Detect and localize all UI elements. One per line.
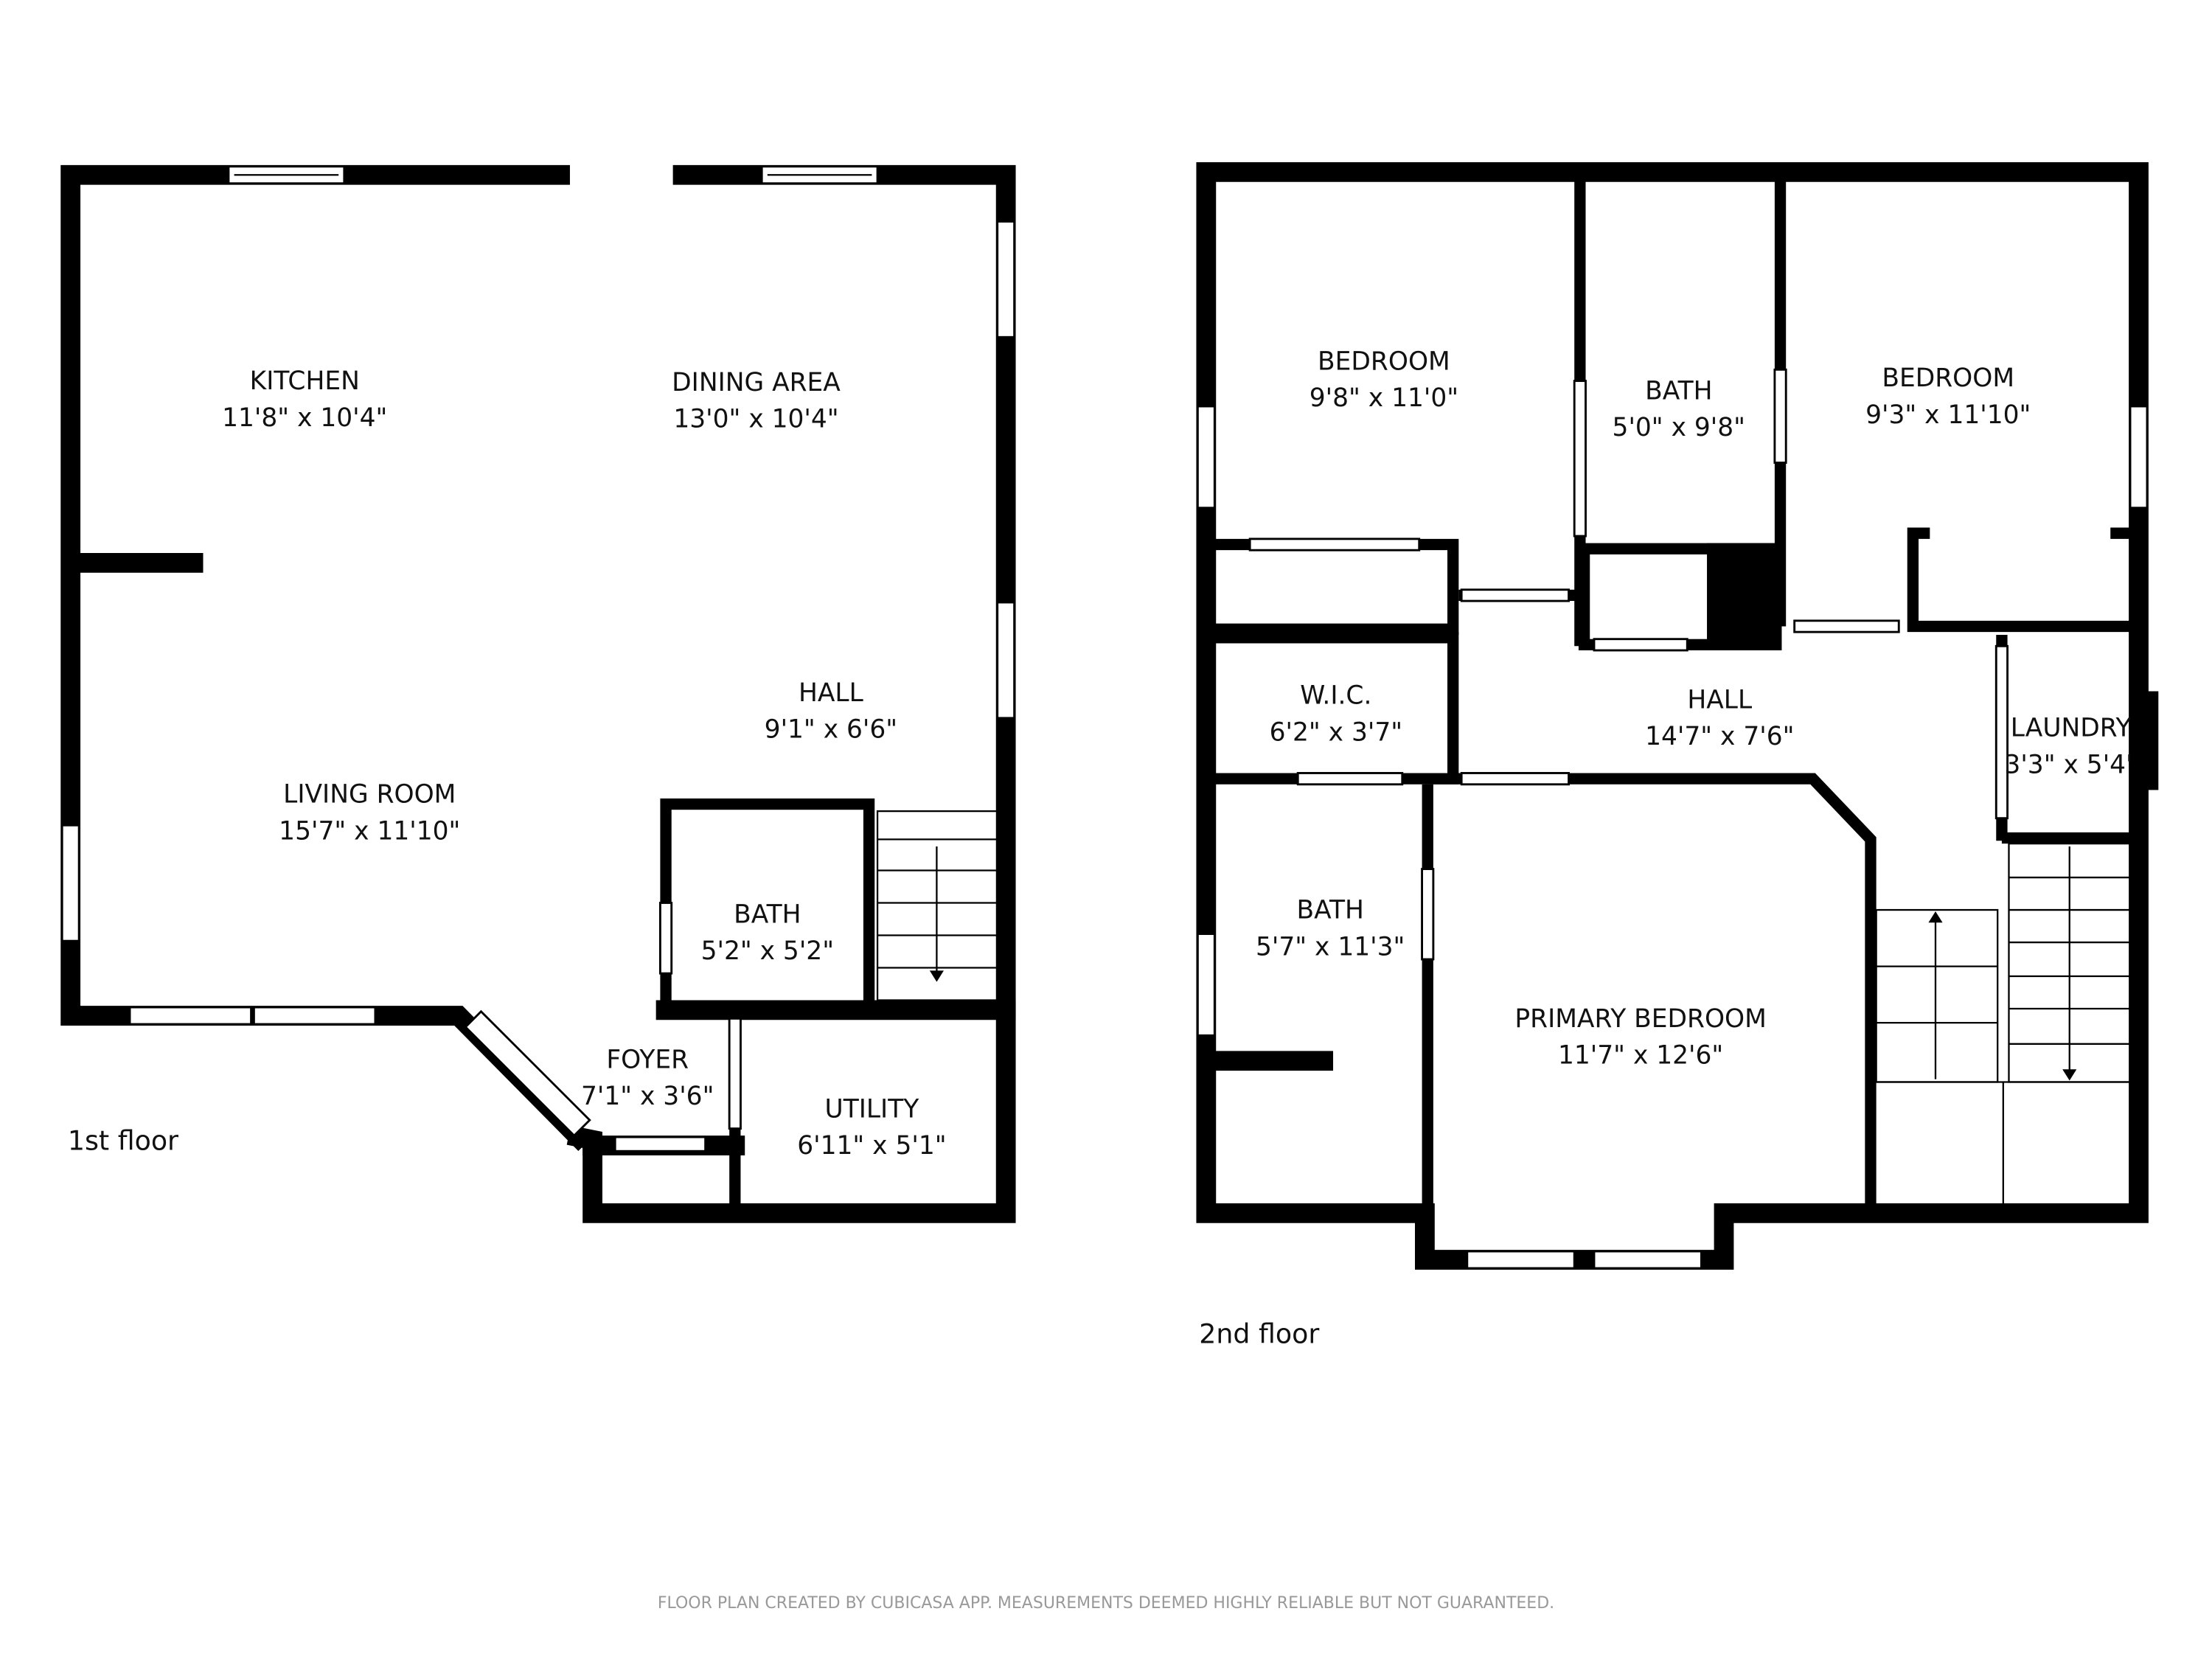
room-size: 7'1" x 3'6" (581, 1082, 714, 1111)
room-name: HALL (799, 678, 863, 708)
first-floor-stairs (876, 810, 998, 1001)
footer-disclaimer: FLOOR PLAN CREATED BY CUBICASA APP. MEAS… (658, 1594, 1554, 1613)
room-size: 5'7" x 11'3" (1256, 932, 1405, 961)
room-name: UTILITY (825, 1094, 920, 1124)
room-size: 6'2" x 3'7" (1270, 717, 1402, 747)
second-floor-stairs (1875, 842, 2133, 1208)
room-size: 5'2" x 5'2" (701, 936, 834, 966)
room-size: 15'7" x 11'10" (279, 816, 460, 846)
room-name: W.I.C. (1300, 681, 1371, 711)
room-size: 9'1" x 6'6" (765, 715, 897, 745)
room-name: BATH (1297, 896, 1364, 925)
second-floor-windows (1196, 368, 2149, 1270)
room-name: FOYER (606, 1045, 689, 1074)
room-name: BEDROOM (1318, 347, 1450, 376)
room-size: 6'11" x 5'1" (797, 1131, 946, 1161)
room-name: BEDROOM (1882, 364, 2014, 393)
room-name: PRIMARY BEDROOM (1514, 1004, 1766, 1034)
room-size: 9'8" x 11'0" (1310, 383, 1458, 413)
floor-label: 2nd floor (1199, 1318, 1319, 1349)
room-size: 5'0" x 9'8" (1613, 413, 1745, 442)
second-floor-labels: BEDROOM 9'8" x 11'0" BATH 5'0" x 9'8" BE… (1199, 347, 2138, 1349)
room-size: 11'8" x 10'4" (222, 403, 387, 433)
floor-label: 1st floor (68, 1124, 178, 1156)
room-name: LIVING ROOM (283, 780, 456, 810)
first-floor-labels: KITCHEN 11'8" x 10'4" DINING AREA 13'0" … (68, 366, 947, 1161)
first-floor-walls (60, 164, 1016, 1223)
room-name: HALL (1687, 685, 1752, 714)
room-name: BATH (1645, 376, 1712, 406)
first-floor-windows (60, 165, 1016, 1152)
room-size: 3'3" x 5'4" (2004, 750, 2137, 779)
room-size: 14'7" x 7'6" (1645, 722, 1794, 751)
room-name: BATH (734, 900, 801, 929)
room-name: LAUNDRY (2011, 714, 2132, 743)
room-name: DINING AREA (672, 368, 841, 397)
room-name: KITCHEN (250, 366, 360, 396)
wall-segment (2130, 691, 2159, 790)
room-size: 11'7" x 12'6" (1558, 1041, 1723, 1071)
room-size: 9'3" x 11'10" (1865, 400, 2031, 430)
room-size: 13'0" x 10'4" (673, 405, 838, 434)
